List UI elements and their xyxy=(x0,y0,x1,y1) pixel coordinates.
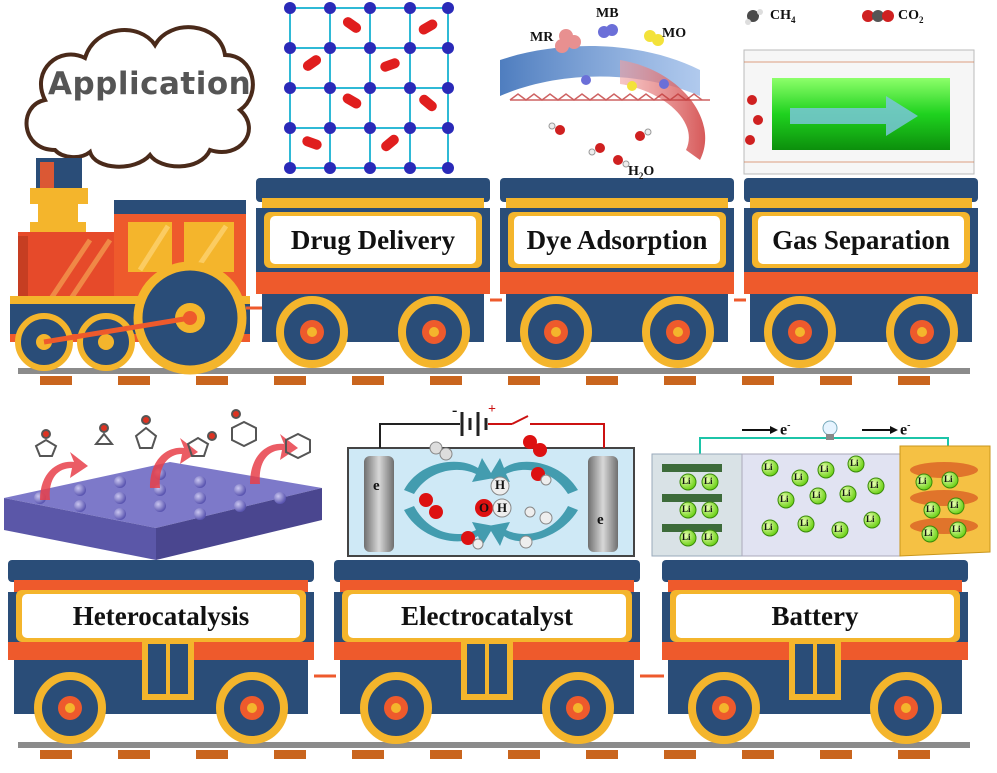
electro-h2-label: H xyxy=(497,500,508,515)
li-ion-label: Li xyxy=(820,464,829,474)
li-ion-label: Li xyxy=(950,500,959,510)
li-ion-label: Li xyxy=(682,532,691,542)
car-wheel xyxy=(276,296,348,368)
li-ion-label: Li xyxy=(704,476,713,486)
engine-wheel xyxy=(77,313,135,371)
electrode-left-label: e xyxy=(373,478,380,494)
car-wheel xyxy=(360,672,432,744)
gas-label-co2: CO2 xyxy=(898,8,924,25)
engine-wheel xyxy=(15,313,73,371)
li-ion-label: Li xyxy=(834,524,843,534)
top-rail-track xyxy=(18,368,970,385)
li-ion-label: Li xyxy=(682,504,691,514)
dye-label-mo: MO xyxy=(662,26,687,41)
gas-label-ch4: CH4 xyxy=(770,8,796,25)
gas-separation-illustration xyxy=(743,9,975,175)
drug-capsule-icon xyxy=(302,17,438,152)
li-ion-label: Li xyxy=(780,494,789,504)
car-wheel xyxy=(642,296,714,368)
li-ion-label: Li xyxy=(704,532,713,542)
li-ion-label: Li xyxy=(842,488,851,498)
li-ion-label: Li xyxy=(764,522,773,532)
li-ion-label: Li xyxy=(924,528,933,538)
li-ion-label: Li xyxy=(800,518,809,528)
electro-o-label: O xyxy=(479,500,490,515)
light-bulb-icon xyxy=(822,420,838,440)
battery-minus-sign: - xyxy=(452,402,458,419)
smoke-cloud xyxy=(24,25,255,169)
car-wheel xyxy=(688,672,760,744)
water-molecule-icon xyxy=(548,122,652,168)
dye-label-mr: MR xyxy=(530,30,554,45)
bottom-car-electrocatalyst xyxy=(334,560,640,744)
li-ion-label: Li xyxy=(682,476,691,486)
li-ion-label: Li xyxy=(794,472,803,482)
car-wheel xyxy=(398,296,470,368)
li-ion-label: Li xyxy=(952,524,961,534)
li-ion-label: Li xyxy=(926,504,935,514)
top-car-dye-adsorption xyxy=(500,178,734,368)
battery-symbol-icon xyxy=(460,412,488,436)
electrode-right-label: e xyxy=(597,512,604,528)
dye-label-water: H2O xyxy=(628,164,655,181)
electron-label-left: e- xyxy=(780,420,791,439)
li-ion-label: Li xyxy=(704,504,713,514)
li-ion-label: Li xyxy=(764,462,773,472)
molecule-icon xyxy=(34,409,311,460)
electro-h-label: H xyxy=(495,477,506,492)
battery-plus-sign: + xyxy=(488,402,496,417)
li-ion-label: Li xyxy=(866,514,875,524)
car-wheel xyxy=(34,672,106,744)
smoke-cloud-label: Application xyxy=(48,66,252,102)
li-ion-label: Li xyxy=(870,480,879,490)
car-wheel xyxy=(542,672,614,744)
top-car-gas-separation xyxy=(744,178,978,368)
dye-adsorption-illustration xyxy=(500,24,710,168)
locomotive xyxy=(10,25,266,375)
li-ion-label: Li xyxy=(850,458,859,468)
li-ion-label: Li xyxy=(812,490,821,500)
car-wheel xyxy=(886,296,958,368)
bottom-car-battery xyxy=(662,560,968,744)
top-car-drug-delivery xyxy=(256,178,490,368)
electrolysis-cell-illustration xyxy=(347,412,635,557)
car-wheel xyxy=(520,296,592,368)
bottom-rail-track xyxy=(18,742,970,759)
li-ion-label: Li xyxy=(918,476,927,486)
bottom-car-heterocatalysis xyxy=(8,560,314,744)
battery-illustration xyxy=(651,420,991,557)
electron-label-right: e- xyxy=(900,420,911,439)
co2-molecule-icon xyxy=(862,10,894,22)
car-wheel xyxy=(764,296,836,368)
catalyst-slab-illustration xyxy=(4,409,322,560)
li-ion-label: Li xyxy=(944,474,953,484)
car-wheel xyxy=(870,672,942,744)
mof-lattice-drug-icon xyxy=(284,2,454,174)
car-wheel xyxy=(216,672,288,744)
dye-label-mb: MB xyxy=(596,6,619,21)
gas-bubble-icon xyxy=(419,435,553,550)
